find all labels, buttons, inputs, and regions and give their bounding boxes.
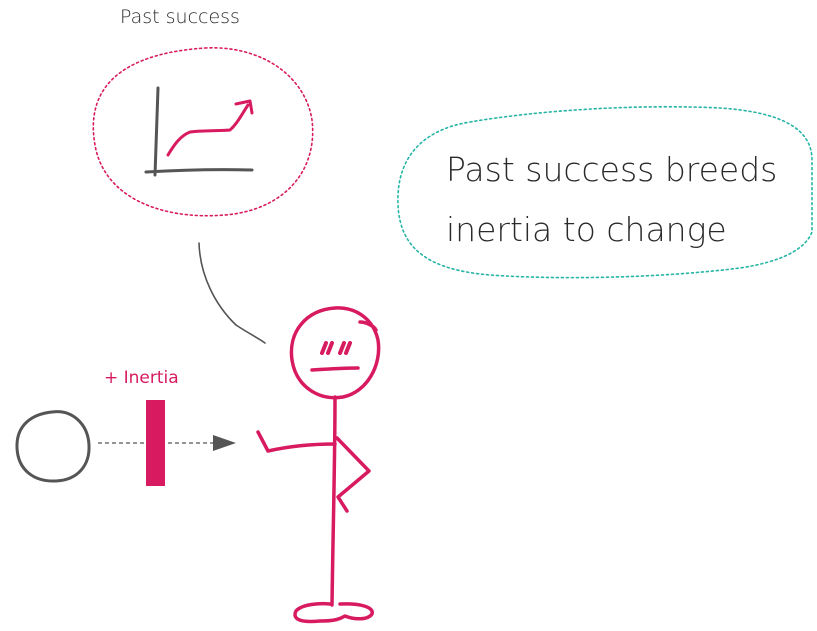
figure-right-arm bbox=[335, 436, 371, 513]
motion-arrow-head bbox=[213, 435, 236, 451]
figure-eye-right bbox=[338, 341, 346, 355]
speech-bubble-text-line1: Past success breeds bbox=[446, 150, 778, 189]
thought-bubble-caption: Past success bbox=[120, 6, 240, 28]
figure-eye-left bbox=[320, 341, 328, 355]
speech-bubble-outline bbox=[397, 105, 813, 279]
figure-mouth bbox=[310, 366, 360, 372]
inertia-barrier bbox=[146, 400, 165, 486]
growth-chart-icon bbox=[144, 86, 254, 177]
figure-body bbox=[330, 395, 337, 607]
figure-eye-right-2 bbox=[344, 341, 352, 355]
thought-bubble-tail bbox=[198, 242, 266, 344]
thought-bubble-outline bbox=[92, 47, 314, 217]
figure-left-arm bbox=[256, 430, 337, 453]
figure-feet bbox=[293, 601, 374, 624]
figure-head bbox=[289, 306, 381, 400]
inertia-label: + Inertia bbox=[104, 368, 179, 388]
speech-bubble-text-line2: inertia to change bbox=[446, 210, 727, 249]
ball-shape bbox=[15, 410, 91, 483]
chart-trend-line bbox=[166, 103, 250, 157]
stick-figure bbox=[256, 306, 381, 624]
figure-eye-left-2 bbox=[326, 341, 334, 355]
chart-y-axis bbox=[153, 86, 160, 177]
chart-arrow-head bbox=[234, 99, 254, 115]
chart-x-axis bbox=[144, 168, 254, 174]
